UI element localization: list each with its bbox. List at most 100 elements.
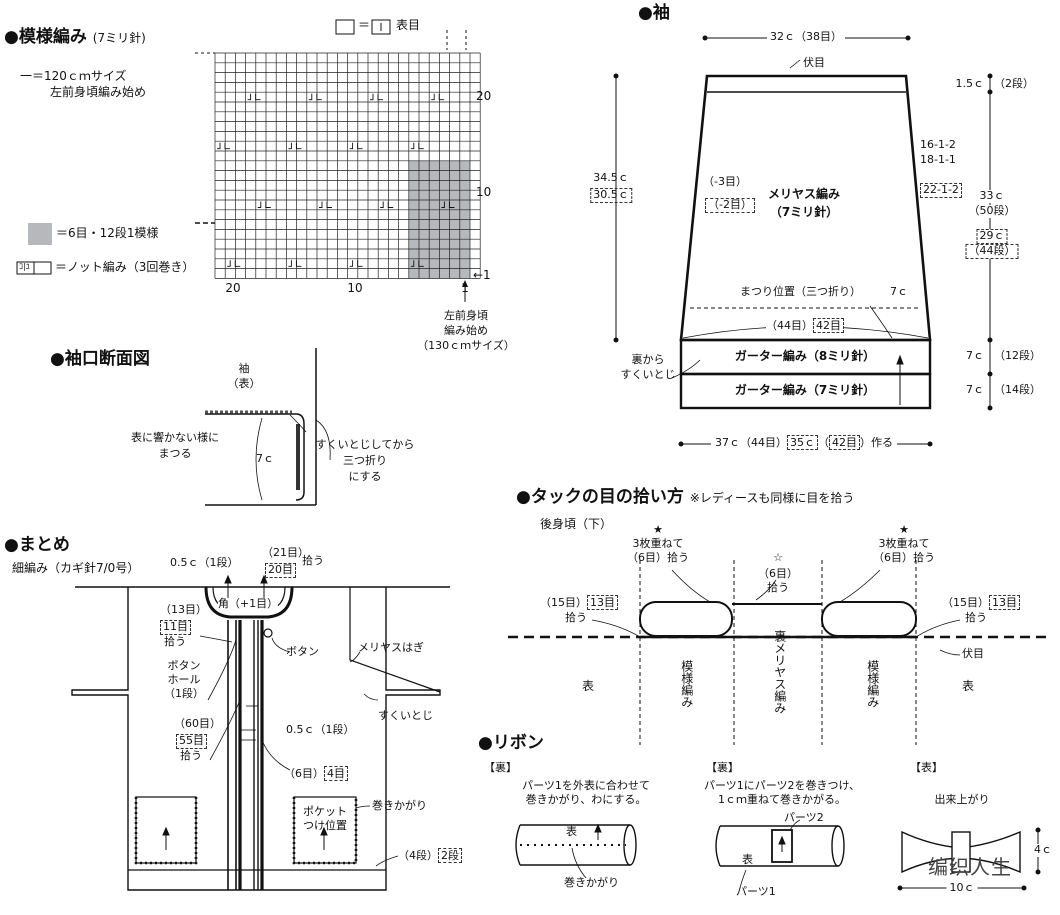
- ribbon-step1-tag: 【裏】: [484, 761, 517, 774]
- cuff-note-2c: にする: [348, 470, 382, 483]
- finish-rows: （4段）2段: [398, 848, 462, 863]
- ribbon-width: 10ｃ: [946, 881, 978, 895]
- watermark: 编织人生: [928, 855, 1012, 879]
- cuff-note-2b: 三つ折り: [343, 454, 387, 467]
- ribbon-step1-face: 表: [566, 825, 577, 838]
- tuck-left-b: （6目）拾う: [627, 551, 689, 564]
- cuff-note-1b: まつる: [158, 447, 192, 460]
- ribbon-step3-label: 出来上がり: [934, 793, 990, 806]
- finish-corner: 角（+1目）: [217, 597, 279, 611]
- ribbon-step2-face: 表: [742, 853, 753, 866]
- tuck-star-center: ☆: [773, 551, 783, 564]
- sleeve-garter-8mm: ガーター編み（8ミリ針）: [734, 349, 876, 363]
- row-label-20: 20: [476, 89, 492, 103]
- sleeve-g8-rows: （12段）: [994, 349, 1041, 362]
- sleeve-shape: [613, 35, 993, 447]
- finish-pocket-a: ポケット: [303, 805, 347, 818]
- col-label-10: 10: [347, 281, 363, 295]
- sleeve-dec-rule-3: 22-1-2: [920, 183, 962, 198]
- finish-l11: 11目: [160, 620, 191, 635]
- tuck-pattern-left: 模様編み: [679, 660, 694, 708]
- finish-crochet: 細編み（カギ針7/0号）: [12, 561, 140, 575]
- tuck-face-left: 表: [582, 679, 595, 693]
- finish-top-05: 0.5ｃ（1段）: [170, 556, 239, 569]
- tuck-title: ●タックの目の拾い方 ※レディースも同様に目を拾う: [516, 487, 855, 507]
- row-label-10: 10: [476, 185, 492, 199]
- finish-lpick: 拾う: [164, 635, 186, 648]
- sleeve-hem-position: まつり位置（三つ折り）: [740, 285, 861, 298]
- ribbon-step1-a: パーツ1を外表に合わせて: [522, 779, 650, 792]
- sleeve-left-length: 34.5ｃ: [593, 171, 629, 184]
- knot-stitch-mark: [288, 260, 302, 267]
- finish-top-pick: 拾う: [302, 554, 324, 567]
- tuck-left-side-b: 拾う: [565, 611, 587, 624]
- legend-size-line-2: 左前身頃編み始め: [50, 85, 147, 99]
- cuff-sleeve-face: （表）: [227, 377, 261, 390]
- sleeve-bind-off: 伏目: [803, 56, 825, 69]
- tuck-reverse-stockinette: 裏メリヤス編み: [772, 630, 787, 714]
- sleeve-garter-7mm: ガーター編み（7ミリ針）: [734, 383, 876, 397]
- start-note-1: 左前身頃: [444, 309, 488, 322]
- legend-eq: ＝: [358, 18, 371, 32]
- ribbon-step1-whip: 巻きかがり: [564, 876, 619, 889]
- ribbon-step2-a: パーツ1にパーツ2を巻きつけ、: [703, 779, 861, 792]
- sleeve-title: ●袖: [638, 3, 670, 23]
- finish-hole-c: （1段）: [164, 687, 204, 700]
- ribbon-step2-tag: 【裏】: [706, 761, 739, 774]
- finish-mattress: メリヤスはぎ: [358, 641, 424, 654]
- stitch-chart-grid: [214, 52, 481, 279]
- ribbon-step1-b: 巻きかがり、わにする。: [525, 793, 647, 806]
- knot-stitch-mark: [441, 201, 455, 208]
- cardigan-finishing-diagram: [71, 574, 450, 891]
- sleeve-body-stitch: メリヤス編み: [767, 187, 841, 201]
- knot-stitch-mark: [370, 93, 383, 101]
- tuck-right-side-a: （15目）13目: [942, 595, 1020, 610]
- legend-repeat-swatch: [28, 223, 52, 245]
- cuff-title: ●袖口断面図: [50, 349, 150, 369]
- row-label-1: ←1: [473, 268, 491, 282]
- finish-l55: 55目: [176, 734, 207, 749]
- knot-stitch-mark: [227, 260, 241, 267]
- sleeve-hem-depth: 7ｃ: [890, 285, 908, 298]
- sleeve-g8-length: 7ｃ: [966, 349, 984, 362]
- finish-hole-a: ボタン: [167, 659, 201, 672]
- sleeve-bottom-width: 37ｃ（44目）35ｃ（42目）作る: [711, 435, 897, 450]
- sleeve-hem-stitches: （44目）42目: [766, 318, 844, 333]
- sleeve-g7-rows: （14段）: [994, 383, 1041, 396]
- finish-mid05: 0.5ｃ（1段）: [286, 723, 355, 736]
- ribbon-step2-part2: パーツ2: [784, 811, 824, 824]
- sleeve-seam-note-1: 裏から: [631, 353, 665, 366]
- sleeve-g7-length: 7ｃ: [966, 383, 984, 396]
- legend-empty-cell: [335, 19, 355, 35]
- sleeve-dec-rule-2: 18-1-1: [920, 153, 956, 166]
- sleeve-right-length-alt: 29ｃ: [976, 229, 1008, 244]
- knot-stitch-mark: [410, 142, 424, 150]
- start-note-2: 編み始め: [444, 324, 488, 337]
- start-note-3: （130ｃｍサイズ）: [417, 339, 515, 352]
- sleeve-right-rows: （50段）: [968, 204, 1016, 218]
- sleeve-top-band-rows: （2段）: [994, 77, 1034, 90]
- legend-repeat: ＝6目・12段1模様: [56, 226, 159, 240]
- sleeve-right-rows-alt: （44段）: [965, 244, 1019, 259]
- tuck-left-side-a: （15目）13目: [540, 595, 618, 610]
- finish-l60pick: 拾う: [180, 749, 202, 762]
- ribbon-title: ●リボン: [478, 733, 544, 753]
- tuck-bind-off: 伏目: [962, 647, 984, 660]
- cuff-height: 7ｃ: [256, 452, 274, 465]
- tuck-right-a: 3枚重ねて: [878, 537, 930, 550]
- finish-title: ●まとめ: [4, 535, 70, 555]
- legend-knot-symbol: ｺ|ﾕ: [19, 262, 30, 271]
- sleeve-top-band: 1.5ｃ: [955, 77, 985, 90]
- knot-stitch-mark: [319, 201, 332, 208]
- knot-stitch-mark: [217, 142, 230, 150]
- legend-knit-label: 表目: [396, 18, 421, 32]
- finish-r6: （6目）4目: [284, 766, 348, 781]
- knot-stitch-mark: [410, 260, 424, 267]
- finish-scoop: すくいとじ: [378, 709, 433, 722]
- chart-title: ●模様編み (7ミリ針): [4, 27, 146, 47]
- finish-whip: 巻きかがり: [372, 799, 427, 812]
- knot-stitch-mark: [308, 93, 322, 101]
- col-label-20: 20: [225, 281, 241, 295]
